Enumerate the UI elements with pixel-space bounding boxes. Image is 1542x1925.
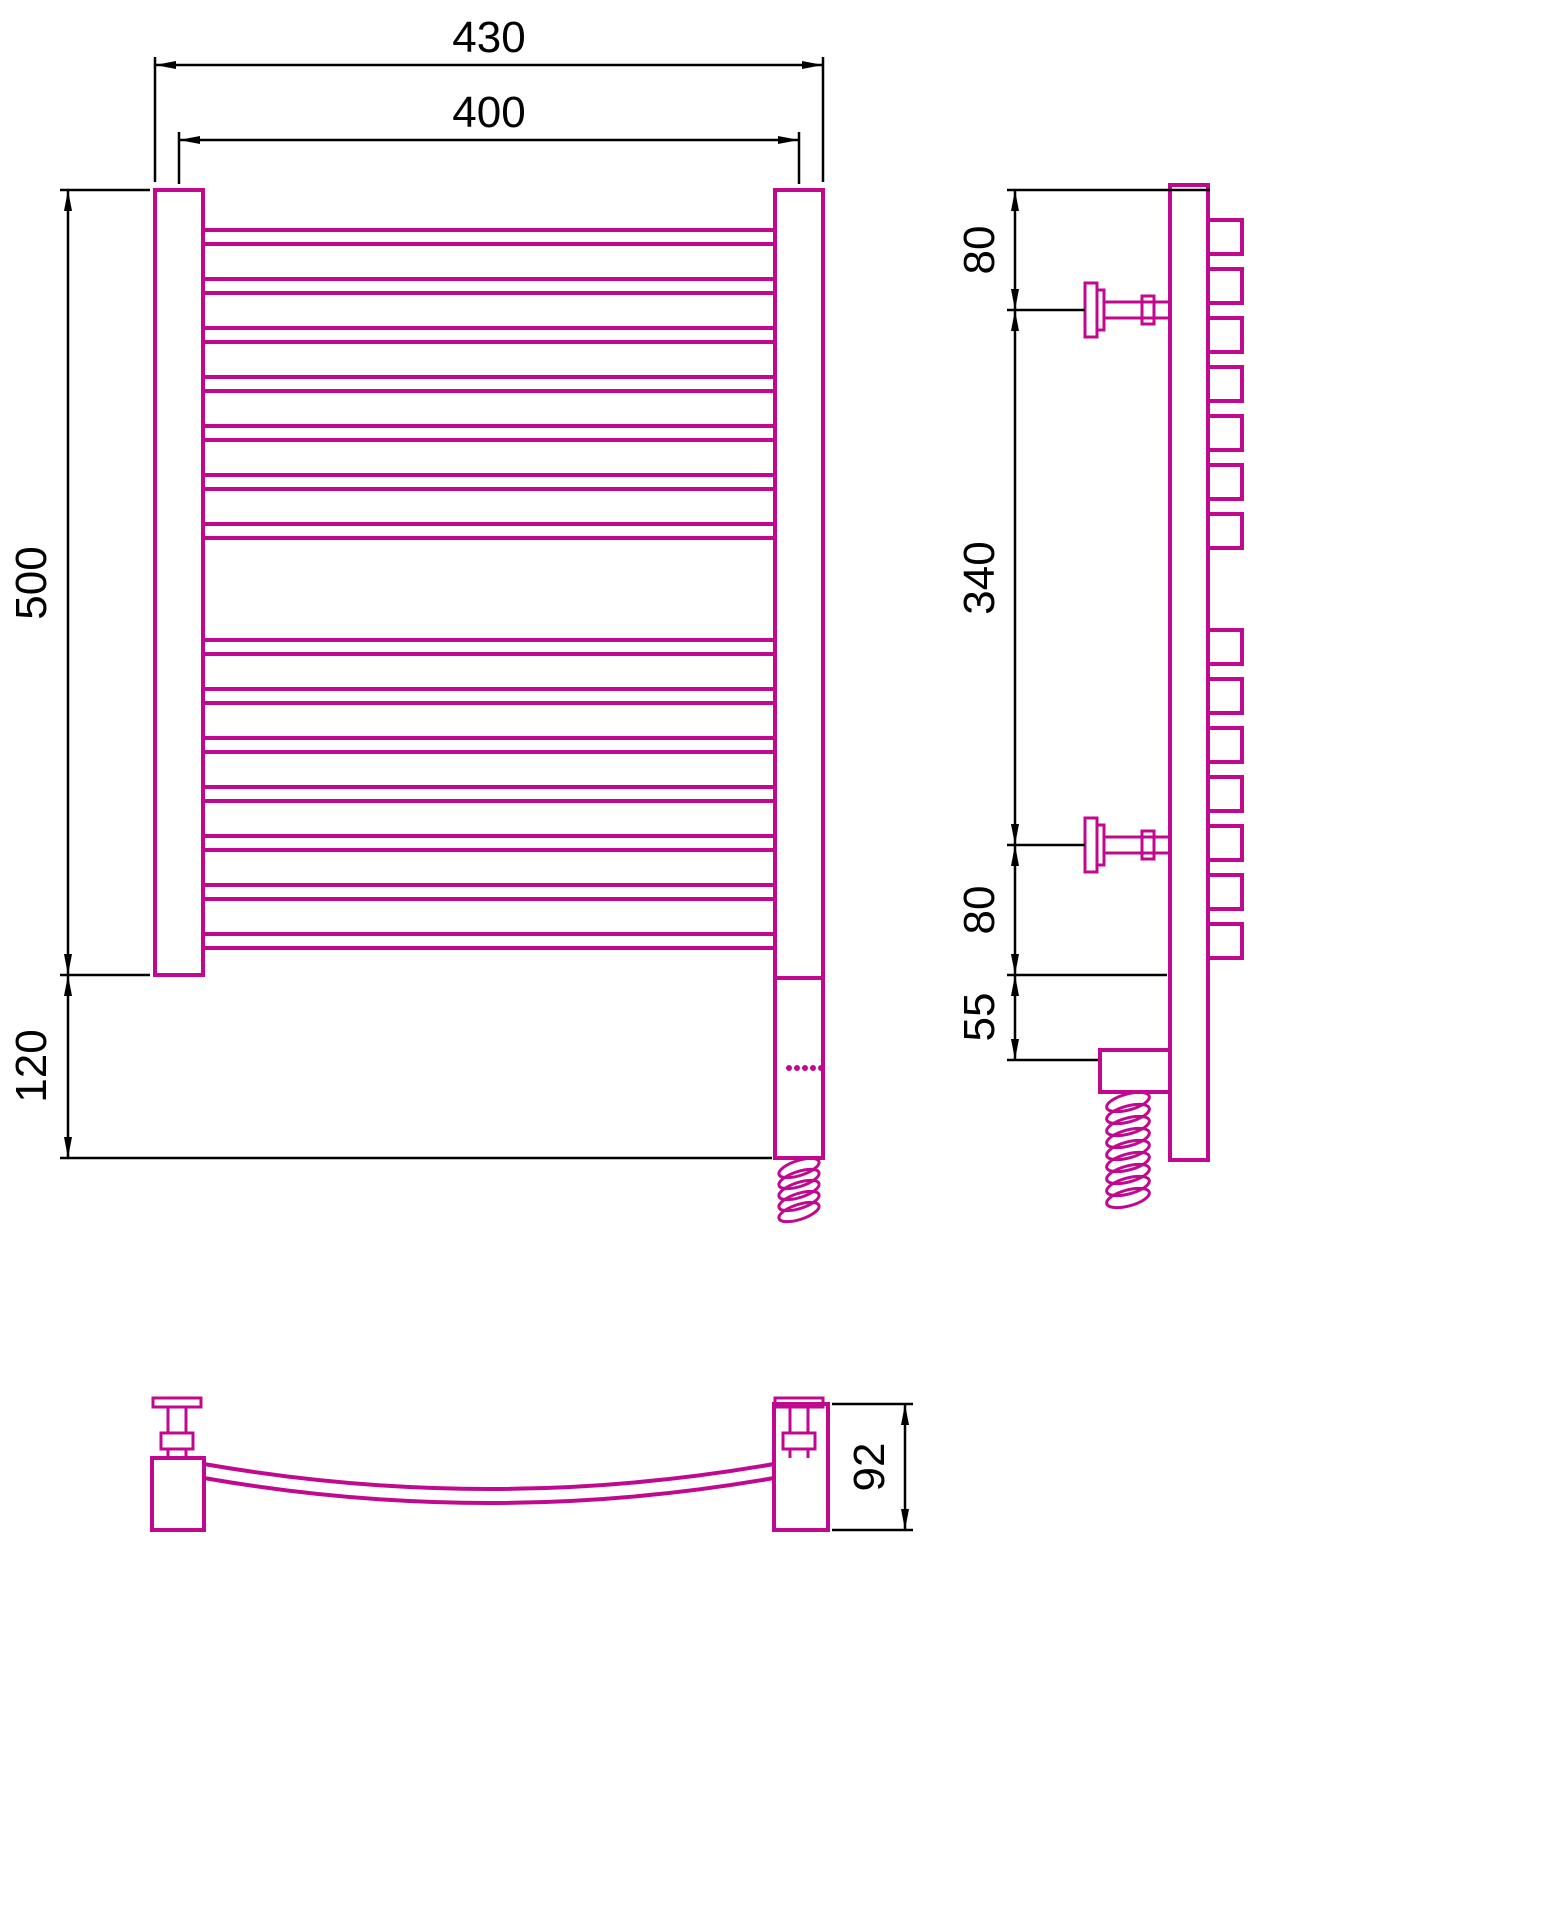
coil-loop bbox=[1105, 1114, 1151, 1138]
dim-label-rail-width: 400 bbox=[452, 88, 525, 137]
rung-section bbox=[1206, 873, 1244, 911]
connection-box-outline bbox=[1098, 1048, 1172, 1094]
rung bbox=[201, 326, 777, 344]
rung-cross-sections bbox=[1206, 218, 1244, 960]
led-indicator-dots bbox=[786, 1065, 824, 1071]
dim-label-depth: 92 bbox=[845, 1443, 894, 1492]
rung bbox=[201, 736, 777, 754]
rung bbox=[201, 375, 777, 393]
side-post-bar bbox=[1168, 183, 1210, 1162]
rung-section bbox=[1206, 414, 1244, 452]
bracket-collar bbox=[1140, 829, 1156, 861]
side-post-outline bbox=[1168, 183, 1210, 1162]
coil-loop bbox=[1105, 1102, 1151, 1126]
right-post-outline bbox=[773, 188, 825, 1160]
dim-label-housing-height: 120 bbox=[7, 1029, 56, 1102]
dim-label-rail-height: 500 bbox=[7, 546, 56, 619]
led-dot bbox=[794, 1065, 800, 1071]
upper-wall-bracket bbox=[1083, 281, 1170, 339]
fitting-cap bbox=[773, 1396, 825, 1409]
rung bbox=[201, 785, 777, 803]
led-dot bbox=[818, 1065, 824, 1071]
bracket-flange bbox=[1083, 816, 1099, 874]
led-dot bbox=[810, 1065, 816, 1071]
power-cable-coil bbox=[777, 1156, 821, 1224]
rung bbox=[201, 932, 777, 950]
coil-loop bbox=[777, 1167, 821, 1191]
right-block-outline bbox=[772, 1402, 830, 1532]
rung-section bbox=[1206, 726, 1244, 764]
rung-section bbox=[1206, 628, 1244, 666]
coil-loop bbox=[777, 1200, 821, 1224]
front-dimensions: 430 400 500 120 bbox=[7, 13, 825, 1160]
fitting-collar bbox=[159, 1431, 195, 1451]
dim-label-bracket-span: 340 bbox=[955, 541, 1004, 614]
led-dot bbox=[786, 1065, 792, 1071]
rung-section bbox=[1206, 677, 1244, 715]
rung bbox=[201, 883, 777, 901]
left-mount-fitting bbox=[151, 1396, 203, 1458]
right-mount-fitting bbox=[773, 1396, 825, 1458]
left-block-outline bbox=[150, 1456, 206, 1532]
rung bbox=[201, 522, 777, 540]
led-dot bbox=[802, 1065, 808, 1071]
coil-loop bbox=[1105, 1174, 1151, 1198]
rung bbox=[201, 834, 777, 852]
coil-loop bbox=[1105, 1126, 1151, 1150]
bottom-dimensions: 92 bbox=[832, 1402, 913, 1532]
bracket-collar bbox=[1140, 294, 1156, 326]
rung bbox=[201, 687, 777, 705]
rung bbox=[201, 638, 777, 656]
rung-section bbox=[1206, 775, 1244, 813]
right-post-with-heater-housing bbox=[773, 188, 825, 1160]
bracket-flange bbox=[1083, 281, 1099, 339]
left-end-block bbox=[150, 1456, 206, 1532]
coil-loop bbox=[1105, 1138, 1151, 1162]
bottom-view: 92 bbox=[150, 1396, 913, 1532]
curved-rung-profile bbox=[203, 1462, 775, 1505]
bracket-flange-inner bbox=[1095, 288, 1106, 332]
arc-bottom-edge bbox=[203, 1476, 775, 1505]
coil-loop bbox=[777, 1178, 821, 1202]
lower-wall-bracket bbox=[1083, 816, 1170, 874]
fitting-cap bbox=[151, 1396, 203, 1409]
rung-section bbox=[1206, 463, 1244, 501]
rung-section bbox=[1206, 824, 1244, 862]
rung-section bbox=[1206, 922, 1244, 960]
rung-section bbox=[1206, 218, 1244, 256]
coil-loop bbox=[1105, 1186, 1151, 1210]
dim-label-housing-offset: 55 bbox=[955, 993, 1004, 1042]
side-view: 80 340 80 55 bbox=[955, 183, 1244, 1210]
left-post bbox=[153, 188, 205, 977]
rung-section bbox=[1206, 267, 1244, 305]
bracket-flange-inner bbox=[1095, 823, 1106, 867]
right-end-block bbox=[772, 1402, 830, 1532]
dim-label-bottom-offset: 80 bbox=[955, 886, 1004, 935]
side-power-cable-coil bbox=[1105, 1090, 1151, 1210]
arc-top-edge bbox=[203, 1462, 775, 1491]
coil-loop bbox=[777, 1189, 821, 1213]
dim-label-top-offset: 80 bbox=[955, 226, 1004, 275]
side-heater-connection-box bbox=[1098, 1048, 1172, 1094]
rung-section bbox=[1206, 512, 1244, 550]
rung bbox=[201, 473, 777, 491]
left-post-outline bbox=[153, 188, 205, 977]
fitting-collar bbox=[781, 1431, 817, 1451]
rungs bbox=[201, 228, 777, 950]
rung bbox=[201, 277, 777, 295]
rung bbox=[201, 228, 777, 246]
rung-section bbox=[1206, 365, 1244, 403]
dim-label-overall-width: 430 bbox=[452, 13, 525, 62]
coil-loop bbox=[1105, 1162, 1151, 1186]
coil-loop bbox=[777, 1156, 821, 1180]
coil-loop bbox=[1105, 1090, 1151, 1114]
front-view: 430 400 500 120 bbox=[7, 13, 825, 1224]
rung bbox=[201, 424, 777, 442]
coil-loop bbox=[1105, 1150, 1151, 1174]
side-dimensions: 80 340 80 55 bbox=[955, 188, 1210, 1062]
rung-section bbox=[1206, 316, 1244, 354]
